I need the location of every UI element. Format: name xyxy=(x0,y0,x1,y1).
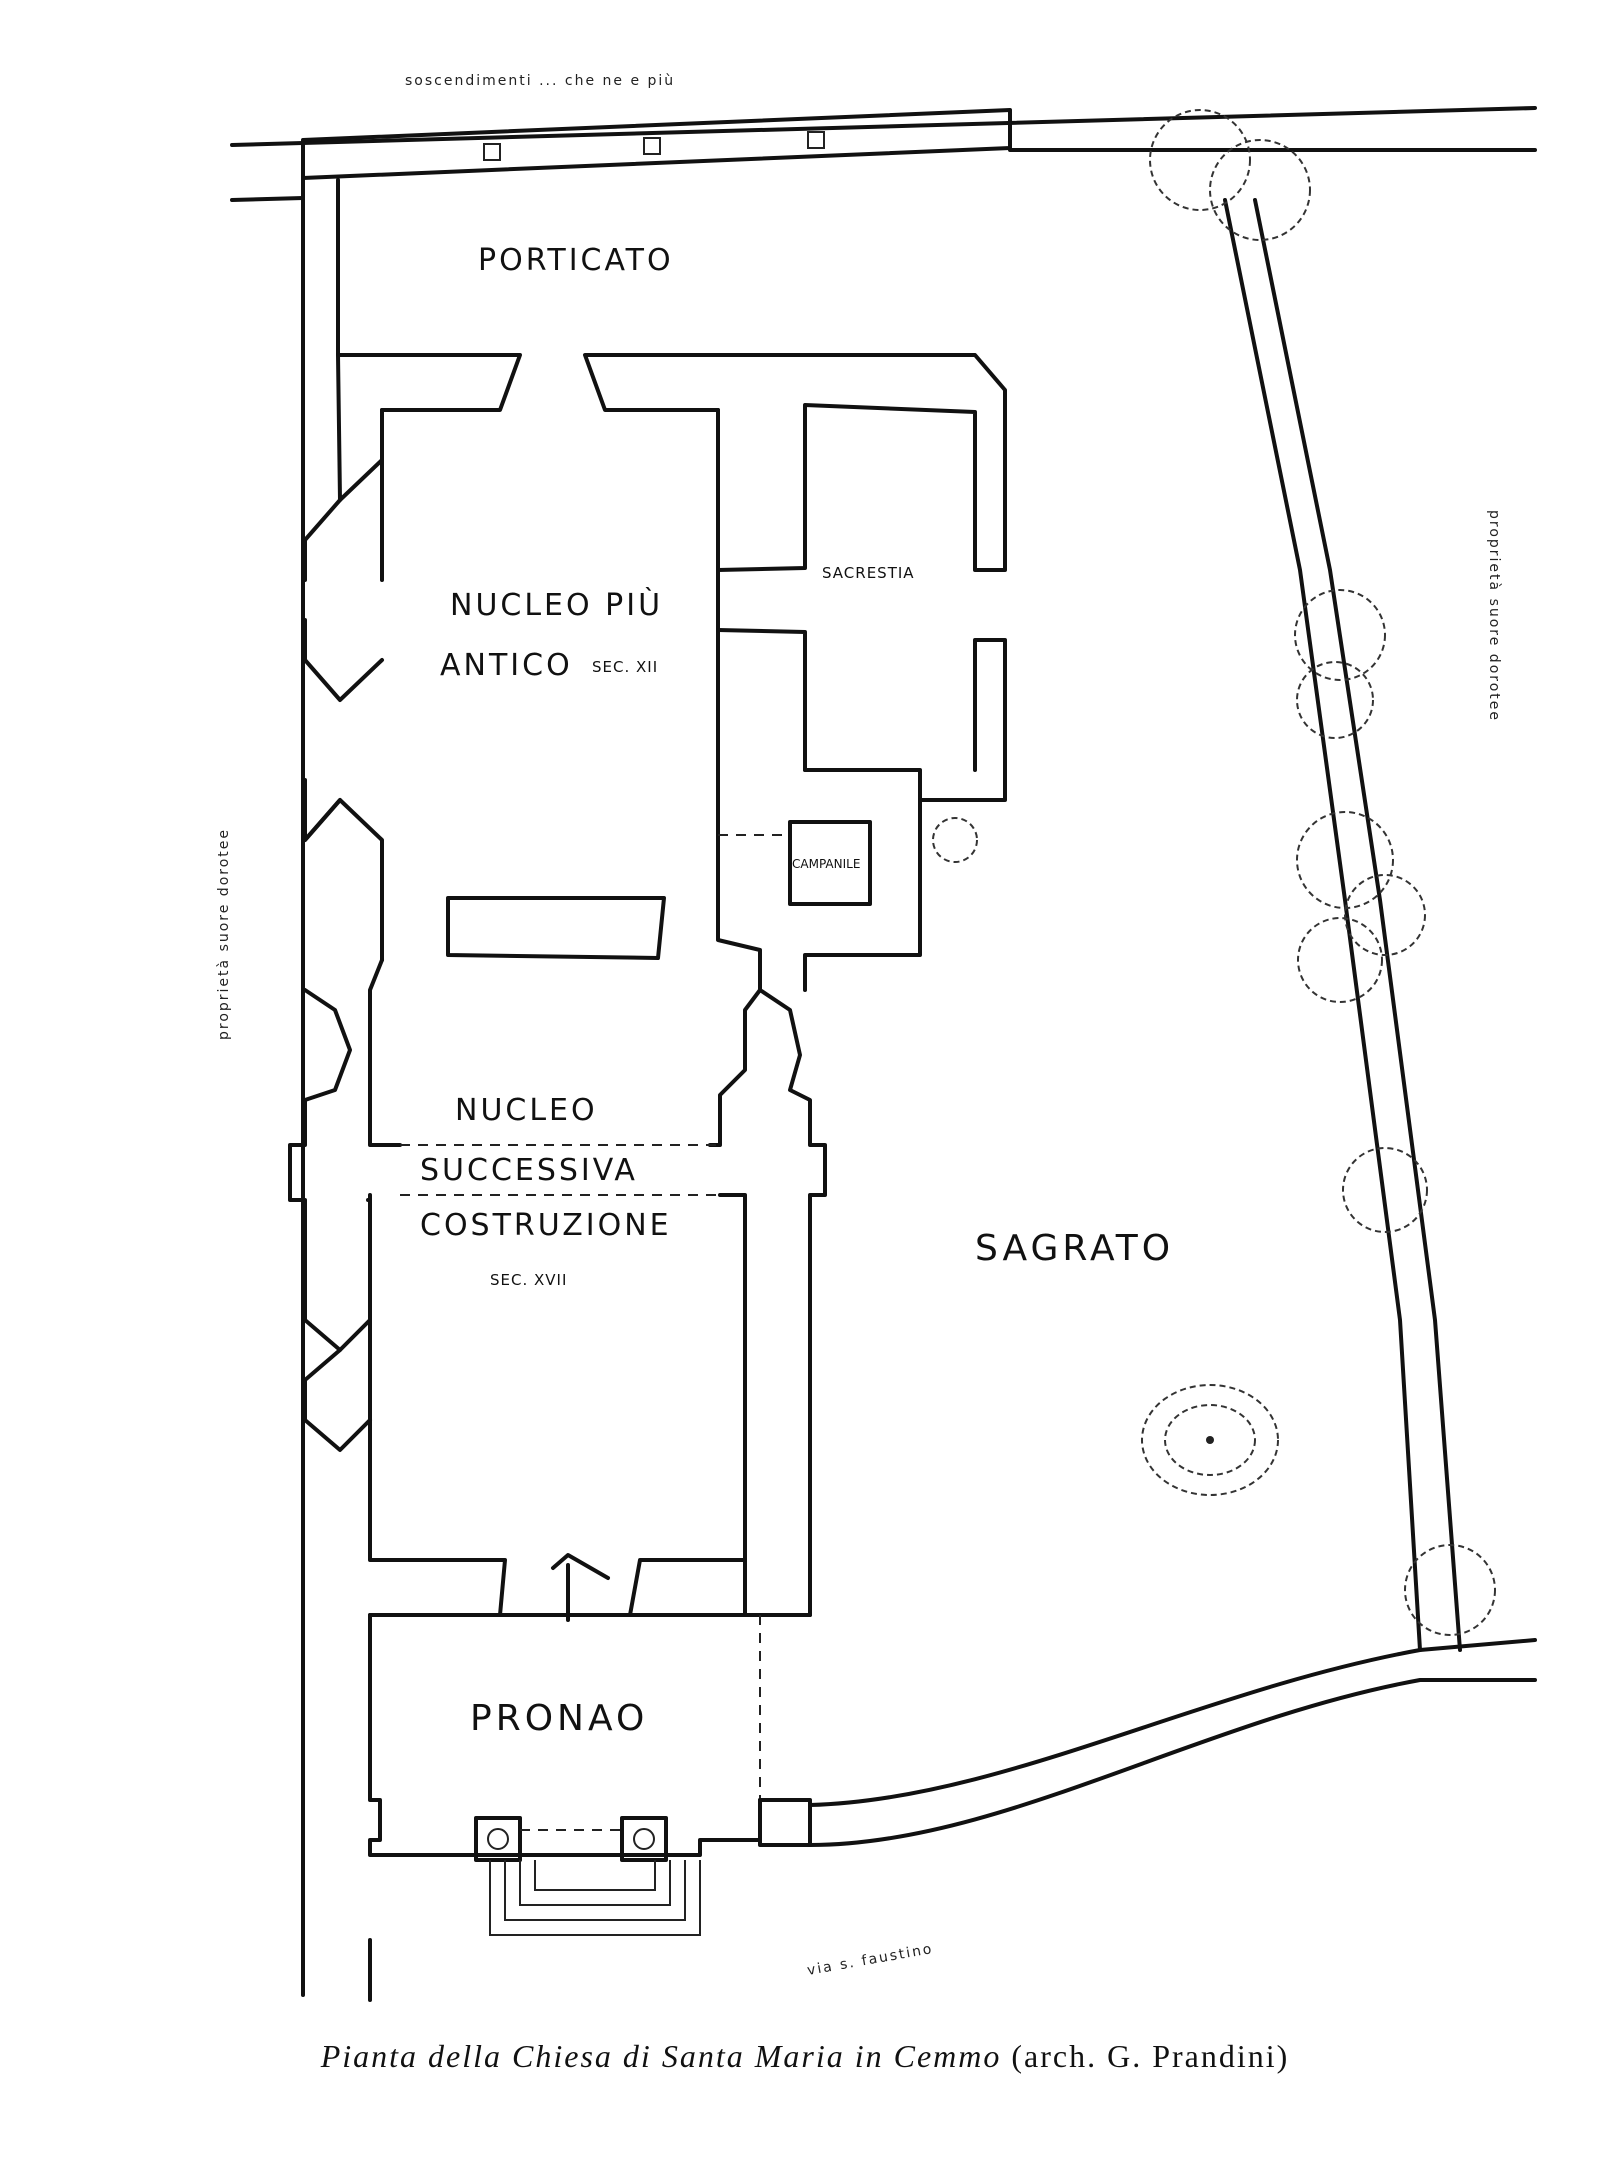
label-successiva: SUCCESSIVA xyxy=(420,1153,638,1188)
annotation-left-margin: proprietà suore dorotee xyxy=(216,828,232,1040)
east-boundary-wall xyxy=(808,198,1537,1847)
label-pronao: PRONAO xyxy=(470,1698,648,1739)
entrance-steps xyxy=(489,1860,701,1936)
annotation-right-margin: proprietà suore dorotee xyxy=(1486,510,1502,722)
trees xyxy=(932,109,1496,1636)
caption-architect: (arch. G. Prandini) xyxy=(1011,2038,1290,2074)
campanile xyxy=(718,820,872,906)
entrance-arrow xyxy=(551,1553,610,1622)
caption-title: Pianta della Chiesa di Santa Maria in Ce… xyxy=(320,2038,1002,2074)
left-boundary-wall xyxy=(301,176,372,2002)
label-campanile: CAMPANILE xyxy=(792,857,860,871)
figure-caption: Pianta della Chiesa di Santa Maria in Ce… xyxy=(0,2038,1610,2075)
label-antico: ANTICO xyxy=(440,648,573,683)
pronao-outline xyxy=(368,1613,812,1862)
label-sagrato: SAGRATO xyxy=(975,1228,1174,1269)
top-boundary-wall xyxy=(230,106,1537,202)
label-sec-xii: SEC. XII xyxy=(592,658,658,676)
label-sec-xvii: SEC. XVII xyxy=(490,1271,567,1289)
nave-ancient-core xyxy=(303,408,1007,992)
porticato-outline xyxy=(336,353,1007,572)
label-nucleo: NUCLEO xyxy=(455,1093,598,1128)
annotation-street: via s. faustino xyxy=(806,1941,935,1979)
label-porticato: PORTICATO xyxy=(478,243,674,278)
label-nucleo-piu: NUCLEO PIÙ xyxy=(450,586,663,623)
label-sacrestia: SACRESTIA xyxy=(822,564,915,582)
annotation-top: soscendimenti ... che ne e più xyxy=(405,73,675,89)
label-costruzione: COSTRUZIONE xyxy=(420,1208,672,1243)
well xyxy=(1141,1384,1279,1496)
